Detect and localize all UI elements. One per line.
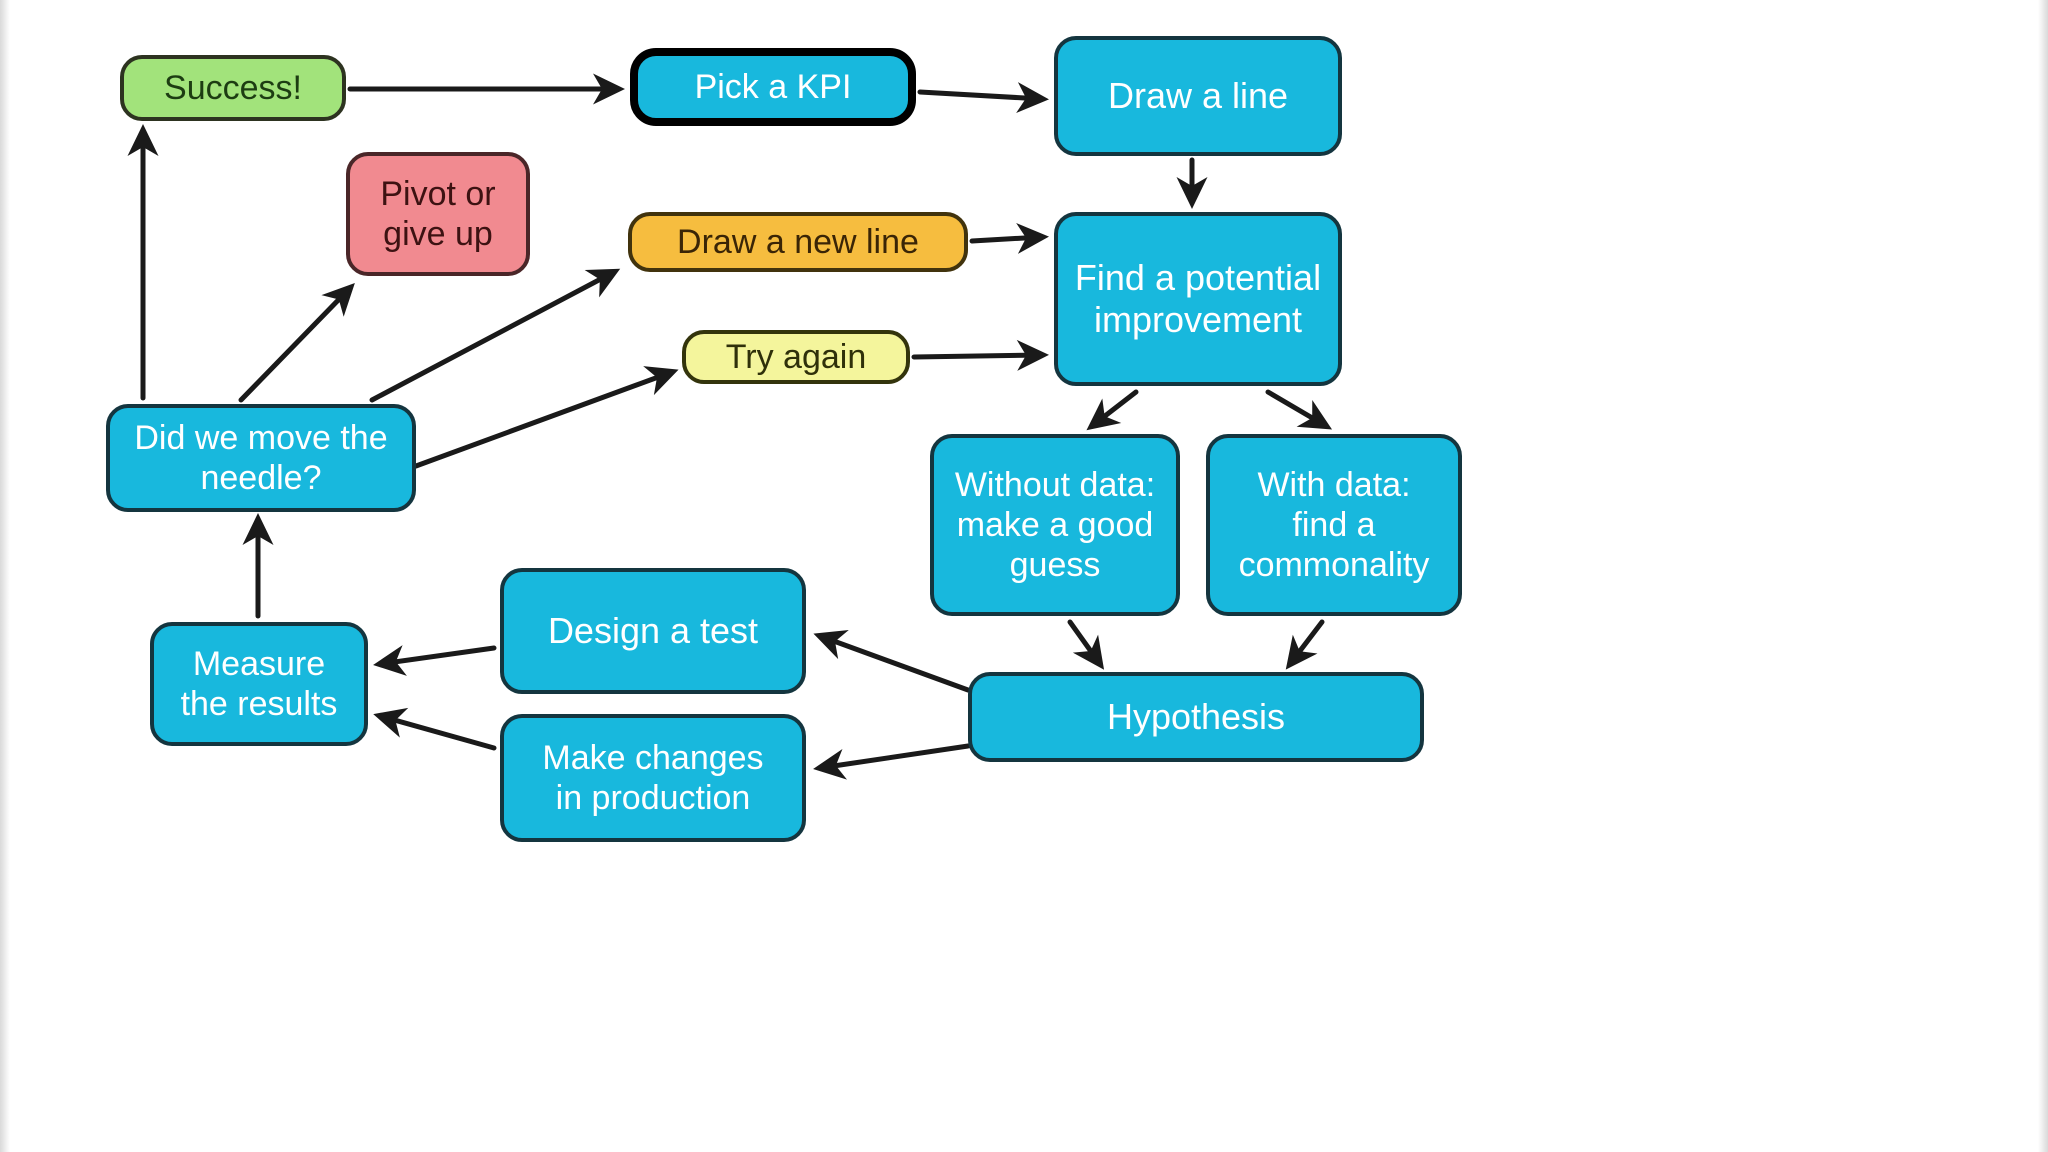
node-find-improve[interactable]: Find a potential improvement — [1054, 212, 1342, 386]
edge-move-needle-to-draw-new — [369, 268, 621, 403]
node-draw-line[interactable]: Draw a line — [1054, 36, 1342, 156]
edge-hypothesis-to-make-changes — [813, 743, 971, 780]
node-pick-kpi[interactable]: Pick a KPI — [630, 48, 916, 126]
edge-make-changes-to-measure — [373, 707, 497, 751]
edge-hypothesis-to-design-test — [813, 630, 971, 693]
edge-draw-new-to-find-improve — [969, 222, 1049, 254]
node-success[interactable]: Success! — [120, 55, 346, 121]
node-pivot[interactable]: Pivot or give up — [346, 152, 530, 276]
node-without-data[interactable]: Without data: make a good guess — [930, 434, 1180, 616]
edge-find-improve-to-with-data — [1265, 389, 1333, 430]
edge-pick-kpi-to-draw-line — [917, 82, 1049, 114]
edge-move-needle-to-pivot — [238, 282, 355, 403]
edge-without-data-to-hypothesis — [1067, 619, 1105, 670]
edge-try-again-to-find-improve — [911, 339, 1049, 371]
node-with-data[interactable]: With data: find a commonality — [1206, 434, 1462, 616]
node-make-changes[interactable]: Make changes in production — [500, 714, 806, 842]
node-design-test[interactable]: Design a test — [500, 568, 806, 694]
node-draw-new[interactable]: Draw a new line — [628, 212, 968, 272]
node-move-needle[interactable]: Did we move the needle? — [106, 404, 416, 512]
node-measure[interactable]: Measure the results — [150, 622, 368, 746]
edge-move-needle-to-try-again — [413, 366, 679, 469]
edge-find-improve-to-without-data — [1086, 389, 1139, 431]
edge-with-data-to-hypothesis — [1285, 619, 1325, 670]
edge-design-test-to-measure — [373, 645, 497, 676]
node-try-again[interactable]: Try again — [682, 330, 910, 384]
node-hypothesis[interactable]: Hypothesis — [968, 672, 1424, 762]
